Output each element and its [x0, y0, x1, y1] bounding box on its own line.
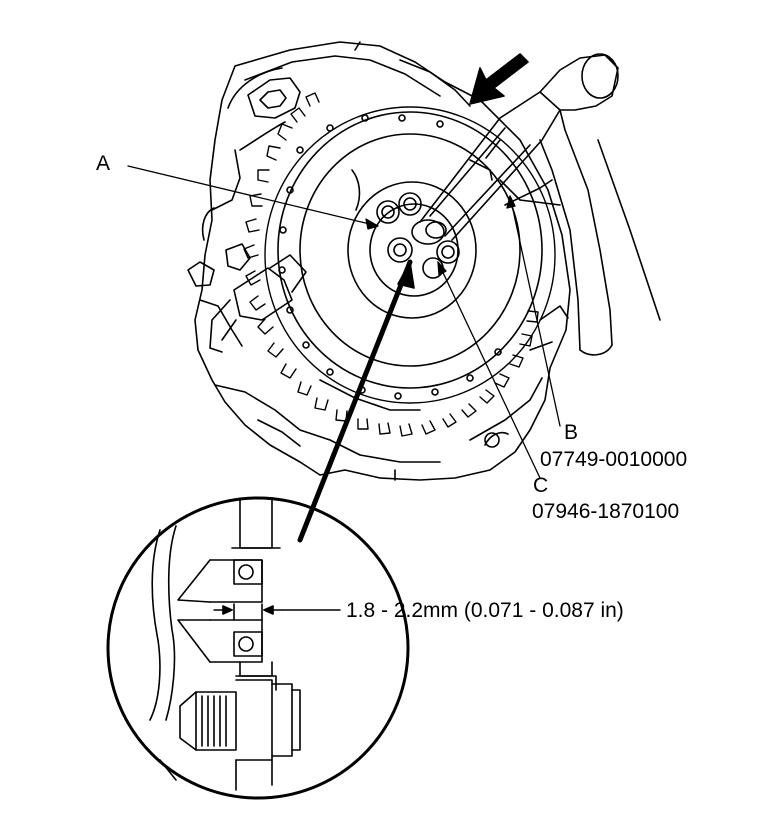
- leader-lines: [127, 165, 561, 479]
- driver-handle: [539, 53, 661, 356]
- detail-pointer: [297, 259, 415, 543]
- hub-bolts: [376, 192, 460, 279]
- clearance-measurement: 1.8 - 2.2mm (0.071 - 0.087 in): [346, 599, 624, 622]
- tool-shaft: [411, 91, 561, 245]
- label-a: A: [96, 152, 111, 175]
- side-bolt: [209, 254, 307, 353]
- drive-plate: [277, 111, 543, 400]
- part-number-c: 07946-1870100: [532, 500, 680, 523]
- label-c: C: [533, 474, 549, 497]
- direction-arrow: [469, 53, 529, 105]
- detail-circle: [106, 496, 410, 800]
- label-b: B: [564, 421, 579, 444]
- ring-gear: [243, 92, 556, 437]
- transmission-housing: [187, 41, 571, 481]
- detail-contents: [149, 497, 341, 791]
- part-number-b: 07749-0010000: [540, 448, 688, 471]
